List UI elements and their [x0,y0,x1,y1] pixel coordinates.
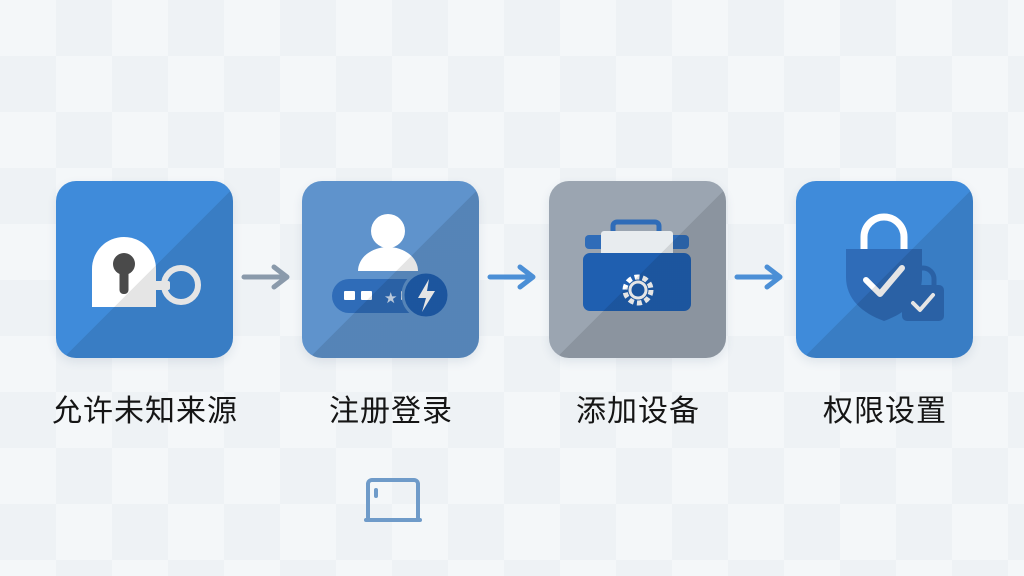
step-label-permission-settings: 权限设置 [823,394,947,429]
step-card-add-device [549,181,726,358]
step-label-add-device: 添加设备 [576,394,700,429]
step-card-permission-settings [796,181,973,358]
user-login-icon: ★ [332,214,451,320]
arrow-right-icon [487,264,536,290]
step-label-register-login: 注册登录 [329,394,453,429]
shield-lock-check-icon [846,213,944,321]
svg-text:★: ★ [384,289,397,307]
padlock-key-icon [92,237,201,307]
arrow-right-icon [241,264,290,290]
step-card-register-login: ★ [302,181,479,358]
arrow-right-icon [734,264,783,290]
window-frame-icon [364,478,422,522]
step-label-allow-unknown-sources: 允许未知来源 [52,394,238,429]
step-card-allow-unknown-sources [56,181,233,358]
toolbox-gear-icon [583,219,691,311]
